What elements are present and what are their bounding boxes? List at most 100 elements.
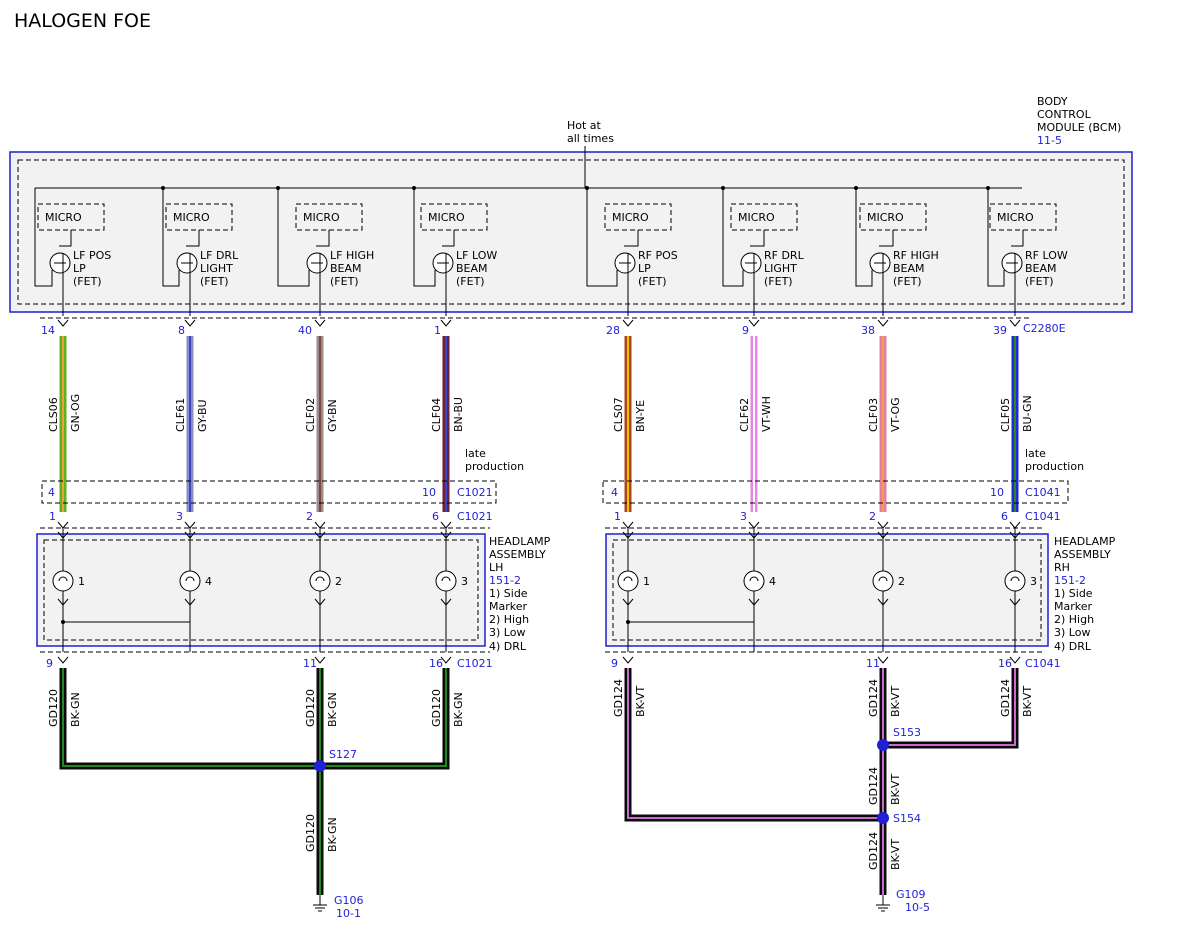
bulb-icon	[743, 570, 765, 592]
bcm-pin-number: 9	[742, 324, 749, 337]
inline-connector-right	[602, 480, 1069, 504]
bulb-icon	[441, 576, 451, 582]
diagram-title: HALOGEN FOE	[14, 10, 151, 32]
bcm-pin-number: 1	[434, 324, 441, 337]
connector-arrow-icon	[622, 319, 634, 327]
micro-label: MICRO	[303, 211, 340, 224]
connector-arrow-icon	[877, 656, 889, 664]
fet-feed-line	[987, 188, 1005, 287]
lamp-number: 4	[205, 575, 212, 588]
ground-wire-gd124-left	[624, 668, 883, 822]
circuit-label: GD124	[612, 679, 625, 717]
late-production-note-left: late	[465, 447, 486, 460]
connector-arrow-icon	[1009, 521, 1021, 529]
bcm-module-box	[9, 151, 1133, 313]
fet-label: LF POS	[73, 249, 111, 262]
circuit-label: CLF05	[999, 398, 1012, 432]
micro-label: MICRO	[45, 211, 82, 224]
fet-label: RF POS	[638, 249, 678, 262]
bcm-pin-number: 40	[298, 324, 312, 337]
lamp-number: 3	[461, 575, 468, 588]
splice-s154	[877, 812, 889, 824]
bcm-pin-number: 14	[41, 324, 55, 337]
lamp-number: 1	[643, 575, 650, 588]
fet-label: (FET)	[330, 275, 359, 288]
connector-arrow-icon	[440, 521, 452, 529]
wire-color-code: VT-WH	[760, 396, 773, 432]
connector-arrow-icon	[184, 531, 196, 539]
wire-color-code: GN-OG	[69, 394, 82, 432]
svg-text:HEADLAMP: HEADLAMP	[1054, 535, 1116, 548]
circuit-label: GD120	[430, 689, 443, 727]
connector-arrow-icon	[57, 598, 69, 606]
splice-s127	[314, 760, 326, 772]
fet-label: LF DRL	[200, 249, 239, 262]
wire-color-code: BK-GN	[326, 692, 339, 727]
wire-color-code: BK-VT	[1021, 686, 1034, 717]
svg-text:151-2: 151-2	[1054, 574, 1086, 587]
ground-symbol-g106	[313, 904, 327, 912]
wire-color-code: BK-VT	[889, 774, 902, 805]
circuit-label: CLF03	[867, 398, 880, 432]
hot-at-label: all times	[567, 132, 614, 145]
fet-feed-line	[722, 188, 744, 287]
bulb-icon	[1010, 576, 1020, 582]
wire-color-code: BN-BU	[452, 397, 465, 432]
svg-text:Marker: Marker	[1054, 600, 1092, 613]
lamp-number: 4	[769, 575, 776, 588]
wire-color-code: BU-GN	[1021, 395, 1034, 432]
circuit-label: GD124	[867, 832, 880, 870]
bulb-icon	[749, 576, 759, 582]
bulb-icon	[309, 570, 331, 592]
micro-gate-line	[1011, 230, 1024, 247]
lamp-number: 2	[898, 575, 905, 588]
bulb-icon	[315, 576, 325, 582]
late-production-note-right: production	[1025, 460, 1084, 473]
connector-arrow-icon	[877, 521, 889, 529]
svg-text:3) Low: 3) Low	[489, 626, 525, 639]
fet-label: LIGHT	[200, 262, 233, 275]
fet-label: LF LOW	[456, 249, 497, 262]
wire-color-code: GY-BU	[196, 399, 209, 432]
connector-arrow-icon	[57, 521, 69, 529]
lamp-connector-pin: 6	[1001, 510, 1008, 523]
wire-color-code: BK-GN	[326, 817, 339, 852]
circuit-label: CLS06	[47, 397, 60, 432]
circuit-label: GD120	[304, 814, 317, 852]
connector-arrow-icon	[314, 319, 326, 327]
connector-arrow-icon	[622, 521, 634, 529]
svg-text:151-2: 151-2	[489, 574, 521, 587]
connector-arrow-icon	[184, 521, 196, 529]
splice-s153-label: S153	[893, 726, 921, 739]
svg-text:RH: RH	[1054, 561, 1070, 574]
fet-feed-line	[34, 188, 53, 287]
fet-label: LP	[73, 262, 86, 275]
wire-color-code: BK-VT	[889, 686, 902, 717]
circuit-label: CLS07	[612, 397, 625, 432]
headlamp-assembly-lh-label: HEADLAMP ASSEMBLY LH 151-2 1) Side Marke…	[489, 535, 551, 653]
svg-text:3) Low: 3) Low	[1054, 626, 1090, 639]
ground-pin: 16	[998, 657, 1012, 670]
connector-arrow-icon	[1009, 598, 1021, 606]
fet-label: (FET)	[764, 275, 793, 288]
connector-arrow-icon	[314, 521, 326, 529]
micro-label: MICRO	[173, 211, 210, 224]
circuit-label: CLF61	[174, 398, 187, 432]
connector-arrow-icon	[877, 531, 889, 539]
bulb-icon	[179, 570, 201, 592]
lamp-connector-pin: 1	[614, 510, 621, 523]
splice-s154-label: S154	[893, 812, 921, 825]
inline-connector-left-name: C1021	[457, 486, 493, 499]
circuit-label: CLF02	[304, 398, 317, 432]
fet-label: (FET)	[200, 275, 229, 288]
bulb-icon	[52, 570, 74, 592]
inline-connector-right-pin: 10	[990, 486, 1004, 499]
fet-label: (FET)	[893, 275, 922, 288]
headlamp-assembly-lh-box	[36, 533, 486, 647]
bcm-pin-number: 28	[606, 324, 620, 337]
